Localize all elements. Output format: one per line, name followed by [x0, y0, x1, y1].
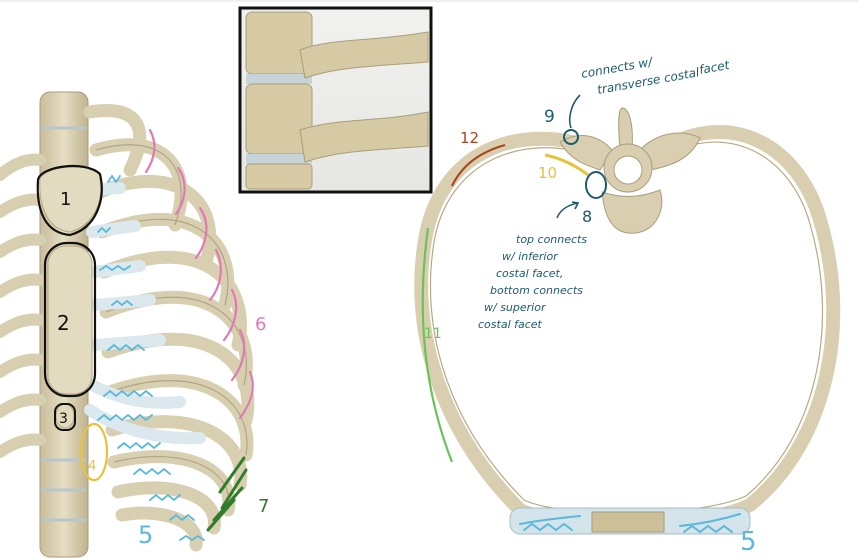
ribs-right-side	[83, 104, 255, 552]
inset-rib-lower	[299, 111, 429, 163]
costal-margin-number: 4	[88, 459, 96, 474]
tubercle-circle	[563, 129, 579, 145]
inset-disc-2	[246, 154, 312, 164]
rib-cage-anterior-view: 1 2 3 4 5 6 7	[0, 91, 269, 558]
tubercle-note: connects w/ transverse costal facet	[580, 54, 732, 97]
tubercle-note-line-3: facet	[698, 58, 732, 77]
rib-superior-view: 9 8 10 12 11 5 connects w/ transverse co…	[414, 54, 841, 557]
false-rib-highlights	[206, 456, 248, 532]
vertebra-transverse-right	[639, 132, 701, 171]
tubercle-arrow	[568, 94, 581, 129]
head-note-line-5: w/ superior	[484, 301, 547, 314]
manubrium-outline	[36, 165, 103, 237]
rib-cartilage-squiggles	[519, 513, 741, 534]
inset-rib-upper	[299, 31, 429, 79]
head-arrow	[556, 202, 579, 219]
sternum-body-number: 2	[57, 311, 70, 335]
rib-body-number: 11	[424, 326, 442, 342]
head-arrow-tip	[571, 201, 580, 210]
false-rib-number: 7	[258, 496, 269, 517]
true-rib-highlights	[144, 128, 254, 420]
head-note-line-3: costal facet,	[496, 267, 563, 280]
sternum-body-outline	[43, 241, 97, 398]
head-note-line-2: w/ inferior	[502, 250, 559, 263]
vertebra-discs	[42, 126, 86, 522]
body-highlight	[421, 227, 454, 463]
inset-closeup	[238, 6, 433, 194]
cartilage-squiggles	[97, 174, 205, 542]
head-note-line-6: costal facet	[478, 318, 543, 331]
head-note-line-1: top connects	[516, 233, 587, 246]
neck-highlight	[544, 153, 589, 177]
ribs-left-side	[0, 153, 46, 458]
inset-disc-1	[246, 74, 312, 84]
head-note: top connects w/ inferior costal facet, b…	[478, 233, 587, 331]
true-rib-number: 6	[255, 314, 266, 335]
tubercle-number: 9	[544, 107, 555, 127]
cartilage-number: 5	[740, 527, 757, 557]
vertebral-body	[601, 189, 663, 234]
xiphoid-outline	[54, 403, 76, 431]
costal-margin-circle	[79, 422, 109, 482]
head-number: 8	[582, 207, 592, 226]
manubrium-number: 1	[60, 189, 71, 210]
vertebral-foramen	[613, 155, 643, 185]
angle-number: 12	[460, 129, 479, 147]
floating-rib-number: 5	[138, 521, 153, 549]
head-circle	[585, 171, 607, 199]
inset-vertebra-upper	[245, 11, 313, 75]
sternum-segment	[591, 511, 665, 533]
neck-number: 10	[538, 164, 557, 182]
angle-highlight	[451, 143, 506, 187]
sternum-body	[47, 245, 93, 395]
inset-vertebra-bottom	[245, 163, 313, 190]
xiphoid-number: 3	[59, 411, 68, 427]
top-guide-line	[0, 0, 859, 2]
head-note-line-4: bottom connects	[490, 284, 583, 297]
